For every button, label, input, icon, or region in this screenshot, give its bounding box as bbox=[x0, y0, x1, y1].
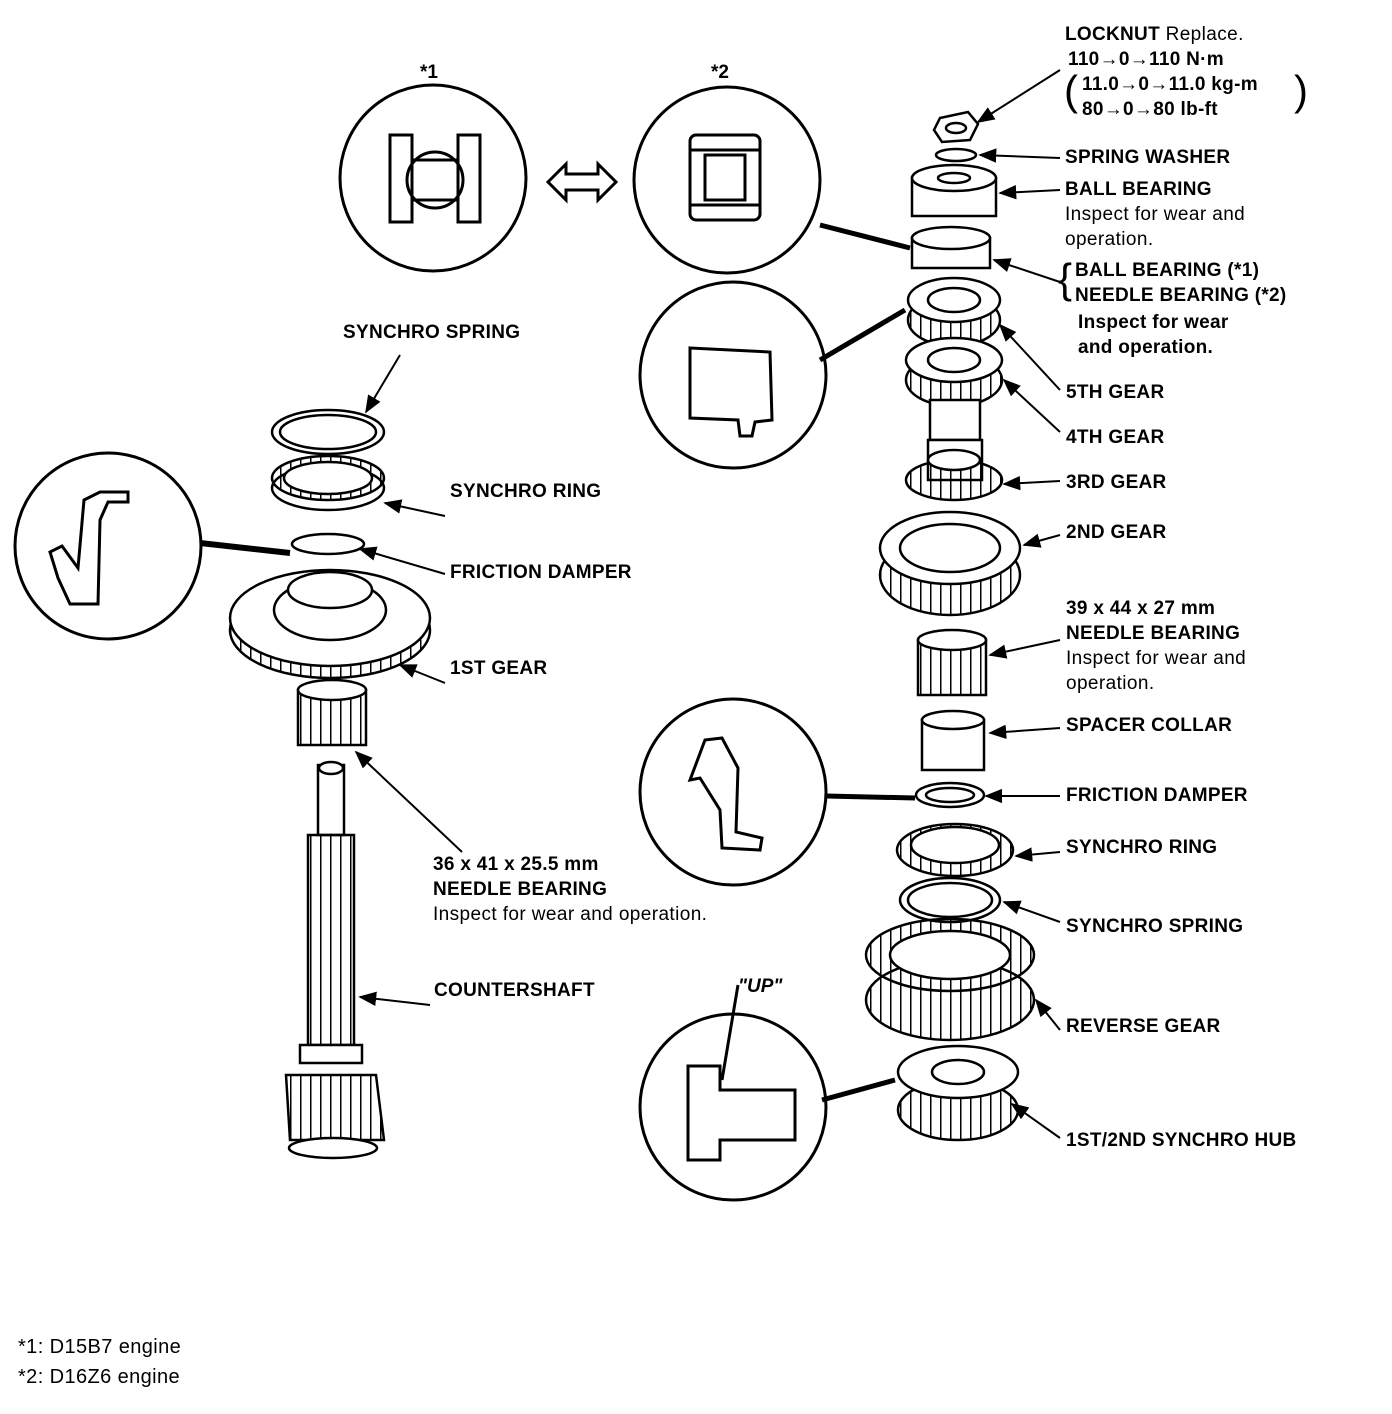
label-needle-bearing-right: NEEDLE BEARING bbox=[1066, 623, 1241, 644]
label-needle-bearing-size-left: 36 x 41 x 25.5 mm bbox=[433, 854, 599, 875]
label-reverse-gear: REVERSE GEAR bbox=[1066, 1016, 1221, 1037]
label-ball-bearing-alt: BALL BEARING (*1) bbox=[1075, 260, 1260, 281]
detail-circle-2 bbox=[632, 85, 822, 275]
leader-damper-circle bbox=[825, 793, 916, 801]
label-fifth-gear: 5TH GEAR bbox=[1066, 382, 1165, 403]
leader-circle-3 bbox=[818, 307, 907, 363]
label-needle-bearing-note-left: Inspect for wear and operation. bbox=[433, 904, 708, 925]
label-second-gear: 2ND GEAR bbox=[1066, 522, 1167, 543]
label-fourth-gear: 4TH GEAR bbox=[1066, 427, 1165, 448]
label-torque-nm: 110→0→110 N·m bbox=[1068, 49, 1224, 70]
label-needle-note-1: Inspect for wear and bbox=[1066, 648, 1247, 669]
marker-up: "UP" bbox=[738, 976, 783, 997]
label-countershaft: COUNTERSHAFT bbox=[434, 980, 595, 1001]
label-needle-bearing-size-right: 39 x 44 x 27 mm bbox=[1066, 598, 1216, 619]
countershaft-assembly bbox=[228, 408, 432, 1160]
mainshaft-assembly bbox=[864, 110, 1036, 1142]
spring-profile-icon bbox=[13, 451, 203, 641]
damper-profile-icon bbox=[638, 697, 828, 887]
label-ball-bearing: BALL BEARING bbox=[1065, 179, 1212, 200]
torque-brace-left: ( bbox=[1064, 67, 1078, 114]
label-synchro-spring-right: SYNCHRO SPRING bbox=[1066, 916, 1244, 937]
label-alt-note-2: and operation. bbox=[1078, 337, 1214, 358]
label-leaders bbox=[354, 69, 1061, 1139]
footnote-1: *1: D15B7 engine bbox=[18, 1336, 182, 1358]
double-arrow-icon bbox=[545, 160, 619, 204]
label-friction-damper-right: FRICTION DAMPER bbox=[1066, 785, 1248, 806]
marker-star2: *2 bbox=[711, 62, 729, 83]
label-synchro-hub: 1ST/2ND SYNCHRO HUB bbox=[1066, 1130, 1297, 1151]
label-torque-lbft: 80→0→80 lb-ft bbox=[1082, 99, 1218, 120]
label-ball-bearing-note-1: Inspect for wear and bbox=[1065, 204, 1246, 225]
label-friction-damper-left: FRICTION DAMPER bbox=[450, 562, 632, 583]
label-spacer-collar: SPACER COLLAR bbox=[1066, 715, 1233, 736]
detail-circle-1 bbox=[338, 83, 528, 273]
label-synchro-ring-left: SYNCHRO RING bbox=[450, 481, 602, 502]
label-first-gear: 1ST GEAR bbox=[450, 658, 548, 679]
label-spring-washer: SPRING WASHER bbox=[1065, 147, 1231, 168]
torque-brace-right: ) bbox=[1294, 67, 1308, 114]
label-locknut-note: Replace. bbox=[1165, 24, 1244, 45]
label-needle-note-2: operation. bbox=[1066, 673, 1155, 694]
label-alt-note-1: Inspect for wear bbox=[1078, 312, 1229, 333]
leader-spring-circle bbox=[199, 540, 291, 556]
label-synchro-spring-left: SYNCHRO SPRING bbox=[343, 322, 521, 343]
marker-star1: *1 bbox=[420, 62, 438, 83]
label-needle-bearing-left: NEEDLE BEARING bbox=[433, 879, 608, 900]
label-ball-bearing-note-2: operation. bbox=[1065, 229, 1154, 250]
label-synchro-ring-right: SYNCHRO RING bbox=[1066, 837, 1218, 858]
label-torque-kgm: 11.0→0→11.0 kg-m bbox=[1082, 74, 1258, 95]
leader-circle-2 bbox=[819, 222, 911, 251]
leader-hub-circle bbox=[821, 1077, 896, 1103]
hub-up-detail-icon bbox=[638, 984, 828, 1202]
label-needle-bearing-alt: NEEDLE BEARING (*2) bbox=[1075, 285, 1287, 306]
label-third-gear: 3RD GEAR bbox=[1066, 472, 1167, 493]
label-locknut: LOCKNUT Replace. bbox=[1065, 24, 1244, 45]
footnote-2: *2: D16Z6 engine bbox=[18, 1366, 181, 1388]
bearing-alt-brace: { bbox=[1058, 255, 1073, 302]
bearing-cage-detail-icon bbox=[638, 280, 828, 470]
